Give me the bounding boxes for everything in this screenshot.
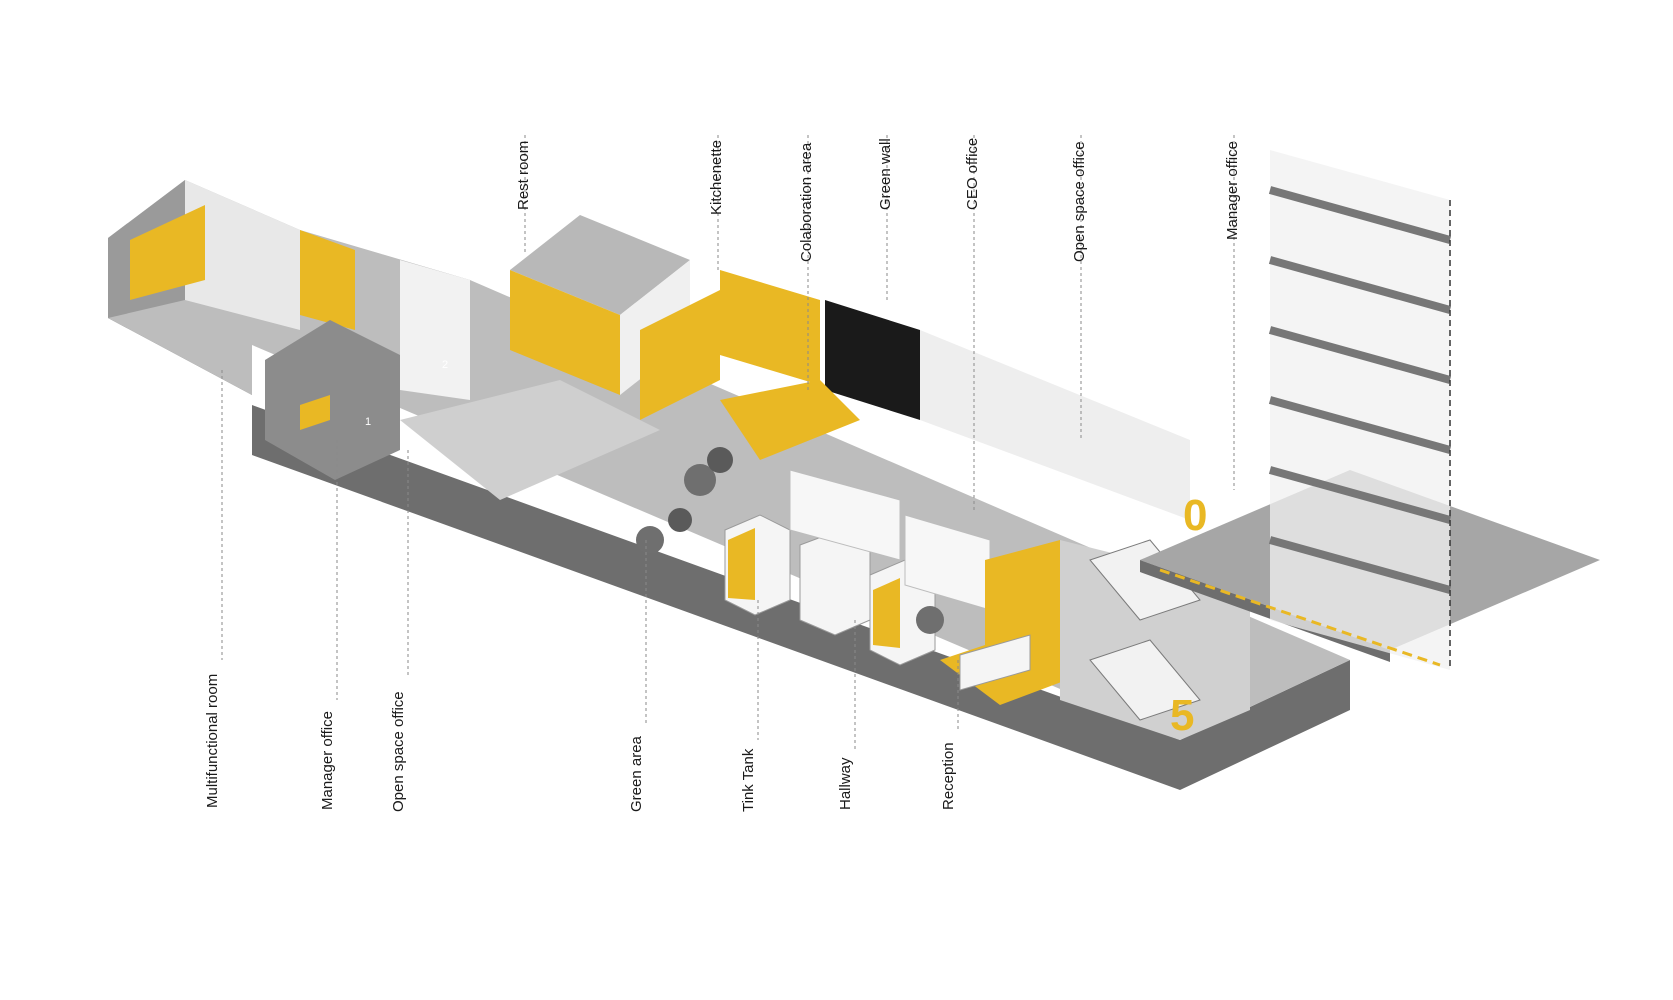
green-wall-panel <box>825 300 920 420</box>
label-tink-tank: Tink Tank <box>740 748 757 812</box>
door-number: 2 <box>442 359 448 371</box>
label-hallway: Hallway <box>837 757 854 810</box>
floor-slab-side <box>108 238 1350 790</box>
stair-flight-lower <box>1089 639 1201 721</box>
leader-lines-top <box>524 135 1235 510</box>
open-space-wall-left <box>400 260 470 400</box>
facade-line <box>1268 186 1452 244</box>
plant <box>668 508 692 532</box>
think-tank-pod-1-accent <box>728 528 755 600</box>
kitchenette-wall <box>640 290 720 420</box>
manager-office-desk <box>300 395 330 430</box>
facade-line <box>1268 396 1452 454</box>
plant <box>916 606 944 634</box>
floor-number-sign: 0 <box>1183 491 1207 540</box>
facade-line <box>1268 256 1452 314</box>
facade-line <box>1268 326 1452 384</box>
stair-flight-upper <box>1089 539 1201 621</box>
label-green-area: Green area <box>628 736 645 812</box>
open-space-floor-left <box>400 380 660 500</box>
label-colaboration-area: Colaboration area <box>798 142 815 262</box>
label-multifunctional-room: Multifunctional room <box>204 673 221 808</box>
colaboration-area-floor <box>720 380 860 460</box>
yellow-panel <box>300 230 355 330</box>
label-green-wall: Green wall <box>877 138 894 210</box>
label-kitchenette: Kitchenette <box>708 139 725 215</box>
label-open-space-office-top: Open space office <box>1071 141 1088 262</box>
kitchenette-back <box>720 270 820 385</box>
label-ceo-office: CEO office <box>964 137 981 210</box>
label-manager-office-bottom: Manager office <box>319 711 336 810</box>
label-rest-room: Rest room <box>515 140 532 210</box>
label-open-space-office-bottom: Open space office <box>390 691 407 812</box>
multifunctional-room-back-wall <box>185 180 300 330</box>
think-tank-pod-3-accent <box>873 578 900 648</box>
plant <box>636 526 664 554</box>
label-reception: Reception <box>940 742 957 810</box>
hallway-wall <box>789 469 901 561</box>
reception-desk <box>959 634 1031 691</box>
shelving-yellow <box>130 205 205 300</box>
rest-room-front <box>510 270 620 395</box>
floor-number-sign: 5 <box>1170 691 1194 740</box>
rest-room-top <box>510 215 690 315</box>
slab-dashed-yellow <box>1159 568 1441 667</box>
facade-line <box>1268 466 1452 524</box>
plant <box>707 447 733 473</box>
glass-facade <box>1270 150 1450 670</box>
label-manager-office-top: Manager office <box>1224 141 1241 240</box>
plant <box>684 464 716 496</box>
facade-line <box>1268 536 1452 594</box>
upper-slab-edge <box>1140 560 1390 662</box>
right-back-wall <box>920 330 1190 520</box>
leader-lines-bottom <box>221 370 959 750</box>
manager-office-block <box>265 320 400 480</box>
door-number: 1 <box>365 416 371 428</box>
